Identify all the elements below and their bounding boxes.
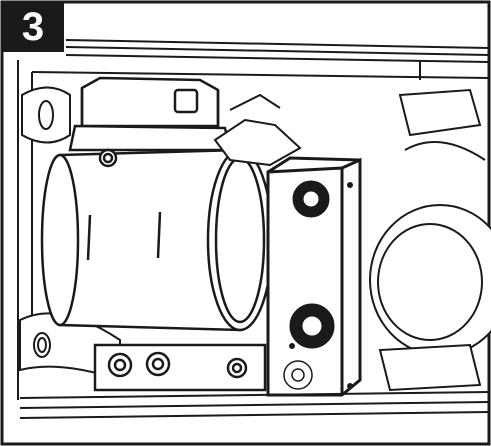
step-number-badge: 3 <box>2 2 64 52</box>
main-cylinder <box>40 148 274 332</box>
top-housing <box>68 76 232 152</box>
bracket <box>213 93 302 167</box>
control-box <box>266 156 362 397</box>
top-rails <box>65 39 490 63</box>
right-structure <box>369 60 491 392</box>
bottom-rails <box>19 391 490 419</box>
mounting-plate <box>93 343 267 392</box>
